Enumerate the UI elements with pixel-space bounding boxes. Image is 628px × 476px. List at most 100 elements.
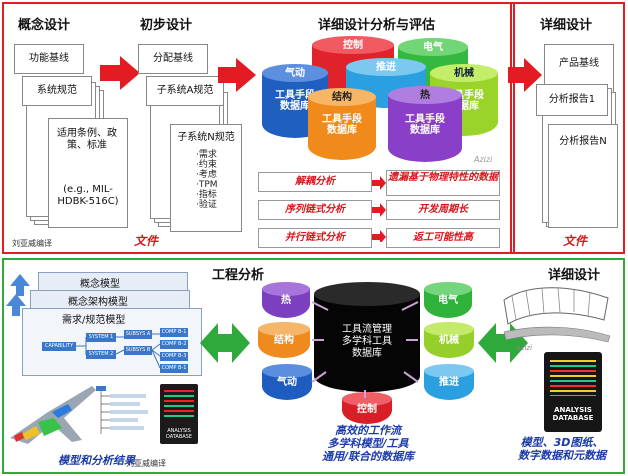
engineering-caption-line2: 多学科模型/工具 — [327, 437, 409, 450]
arrow-models-engineering — [200, 323, 250, 363]
detail-caption-line2: 数字数据和元数据 — [518, 449, 606, 462]
central-database-top — [314, 282, 420, 306]
engineering-title: 工程分析 — [212, 268, 265, 283]
translator-top: 刘亚威编译 — [12, 239, 52, 248]
row-decoupled-analysis: 解耦分析 — [258, 172, 372, 192]
block-subsys-b: SUBSYS B — [124, 346, 152, 355]
model-layer-concept-label: 概念模型 — [80, 279, 120, 290]
central-label-line2: 多学科工具 — [342, 336, 392, 347]
arrow-concept-to-prelim — [100, 56, 140, 90]
watermark-top: Azizi — [474, 155, 493, 164]
server-lights-right — [550, 360, 596, 396]
doc-report-1 — [536, 84, 608, 116]
doc-regulations — [48, 118, 128, 228]
aircraft-cfd-image — [10, 386, 96, 444]
analysis-database-server-left: ANALYSIS DATABASE — [160, 384, 198, 444]
block-connectors — [76, 333, 161, 369]
row-sequential-analysis: 序列链式分析 — [258, 200, 372, 220]
row-long-dev-cycle: 开发周期长 — [386, 200, 500, 220]
doc-functional-baseline-label: 功能基线 — [29, 53, 69, 64]
row-high-rework: 返工可能性高 — [386, 228, 500, 248]
arrow-analysis-to-detail — [508, 58, 542, 92]
top-panel-main — [2, 2, 515, 254]
engineering-connectors — [311, 301, 419, 398]
block-comp-b3: COMP B-3 — [160, 352, 188, 361]
wireframe-model-image — [503, 287, 611, 343]
doc-report-1-label: 分析报告1 — [548, 94, 596, 105]
analysis-tree-diagram — [96, 386, 148, 434]
doc-product-baseline-label: 产品基线 — [559, 58, 599, 69]
cylinder-electric-bottom: 电气 — [424, 282, 472, 318]
cylinder-structure-top: 结构 工具手段数据库 — [308, 88, 376, 160]
concept-title: 概念设计 — [18, 18, 71, 33]
block-subsys-a: SUBSYS A — [124, 330, 152, 339]
engineering-caption-line1: 高效的工作流 — [335, 424, 401, 437]
model-layer-requirements-label: 需求/规范模型 — [62, 315, 126, 326]
bullet-constraints: ·约束 — [196, 160, 217, 170]
bottom-panel — [2, 258, 625, 474]
central-database-label: 工具流管理 多学科工具 数据库 — [314, 324, 420, 360]
doc-functional-baseline — [14, 44, 84, 74]
layer-up-arrows — [6, 274, 30, 316]
central-label-line1: 工具流管理 — [342, 324, 392, 335]
server-lights-left — [164, 390, 194, 420]
arrow-prelim-to-analysis — [218, 58, 256, 92]
bullet-verification: ·验证 — [196, 200, 217, 210]
doc-subsystem-n-label: 子系统N规范 — [177, 132, 235, 143]
prelim-bullet-list: ·需求 ·约束 ·考虑 ·TPM ·指标 ·验证 — [196, 150, 218, 210]
cylinder-mechanical-bottom: 机械 — [424, 322, 474, 358]
doc-mil-hdbk-label: (e.g., MIL-HDBK-516C) — [57, 184, 119, 207]
engineering-caption: 高效的工作流 多学科模型/工具 通用/联合的数据库 — [300, 424, 436, 463]
top-panel-detail — [510, 2, 625, 254]
translator-bottom: 刘亚威编译 — [126, 459, 166, 468]
bullet-considerations: ·考虑 — [196, 170, 217, 180]
model-layer-architecture-label: 概念架构模型 — [68, 297, 128, 308]
block-comp-b1b: COMP B-1 — [160, 364, 188, 373]
bullet-requirements: ·需求 — [196, 150, 217, 160]
detail-title-bottom: 详细设计 — [548, 268, 601, 283]
central-label-line3: 数据库 — [352, 348, 382, 359]
doc-allocated-baseline-label: 分配基线 — [153, 53, 193, 64]
analysis-title: 详细设计分析与评估 — [318, 18, 436, 33]
cylinder-control-bottom: 控制 — [342, 392, 392, 424]
detail-caption-line1: 模型、3D图纸、 — [520, 436, 604, 449]
bullet-tpm: ·TPM — [196, 180, 218, 190]
row-parallel-analysis: 并行链式分析 — [258, 228, 372, 248]
server-label-left: ANALYSIS DATABASE — [165, 428, 193, 440]
doc-allocated-baseline — [138, 44, 208, 74]
files-label-detail: 文件 — [563, 234, 588, 248]
doc-subsystem-a-label: 子系统A规范 — [156, 85, 214, 96]
central-database: 工具流管理 多学科工具 数据库 — [314, 282, 420, 392]
models-caption: 模型和分析结果 — [58, 454, 135, 467]
cylinder-thermal-bottom: 热 — [262, 282, 310, 318]
block-comp-b1: COMP B-1 — [160, 328, 188, 337]
doc-regulations-label: 适用条例、政策、标准 — [57, 128, 117, 151]
cylinder-propulsion-bottom: 推进 — [424, 364, 474, 400]
row-missing-physics-data: 遗漏基于物理特性的数据 — [386, 170, 500, 196]
doc-subsystem-a — [146, 76, 224, 106]
row-missing-physics-data-text: 遗漏基于物理特性的数据 — [388, 172, 498, 183]
bullet-metrics: ·指标 — [196, 190, 217, 200]
doc-system-spec — [22, 76, 92, 106]
server-label-right: ANALYSIS DATABASE — [552, 406, 594, 422]
doc-subsystem-n — [170, 124, 242, 232]
detail-title-top: 详细设计 — [540, 18, 593, 33]
prelim-title: 初步设计 — [140, 18, 193, 33]
watermark-bottom: Azizi — [516, 344, 533, 352]
doc-report-n — [548, 124, 618, 228]
block-system-2: SYSTEM 2 — [86, 350, 116, 359]
engineering-caption-line3: 通用/联合的数据库 — [321, 450, 415, 463]
cylinder-aero-bottom: 气动 — [262, 364, 312, 400]
detail-caption: 模型、3D图纸、 数字数据和元数据 — [502, 436, 622, 462]
block-comp-b2: COMP B-2 — [160, 340, 188, 349]
block-system-1: SYSTEM 1 — [86, 333, 116, 342]
analysis-database-server-right: ANALYSIS DATABASE — [544, 352, 602, 432]
doc-report-n-label: 分析报告N — [559, 136, 607, 147]
block-capability: CAPABILITY — [42, 342, 76, 351]
cylinder-thermal-top: 热 工具手段数据库 — [388, 86, 462, 162]
cylinder-structure-bottom: 结构 — [258, 322, 310, 358]
files-label-top: 文件 — [134, 234, 159, 248]
doc-system-spec-label: 系统规范 — [37, 85, 77, 96]
row-arrows — [372, 176, 386, 242]
